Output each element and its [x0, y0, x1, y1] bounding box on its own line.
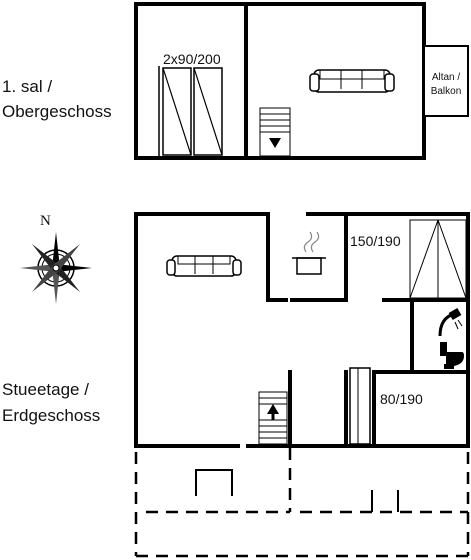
shower-icon [438, 308, 463, 337]
ground-floor-walls [134, 212, 270, 448]
bedroom-large-label: 150/190 [350, 233, 401, 249]
ground-floor-label-2: Erdgeschoss [2, 406, 100, 425]
upper-floor-label-2: Obergeschoss [2, 102, 112, 121]
upper-floor-walls [134, 2, 426, 160]
ground-floor [134, 212, 470, 558]
outdoor-table-icon [195, 469, 233, 496]
compass-north-label: N [40, 213, 51, 229]
sofa-icon [309, 69, 395, 93]
stairs-icon [258, 391, 288, 445]
beds-label: 2x90/200 [163, 51, 221, 67]
terrace-outline [134, 448, 470, 558]
kitchen-wall [266, 212, 288, 302]
wardrobe-icon [349, 367, 371, 445]
stove-icon [292, 231, 326, 275]
toilet-icon [440, 342, 464, 369]
sofa-icon [166, 255, 242, 277]
ground-floor-walls-east [246, 212, 470, 448]
balcony-label-2: Balkon [431, 86, 462, 97]
bedroom-small-label: 80/190 [380, 391, 423, 407]
balcony-label-1: Altan / [432, 72, 461, 83]
ground-floor-label-1: Stueetage / [2, 380, 89, 399]
upper-floor-label-1: 1. sal / [2, 77, 52, 96]
compass-icon [20, 232, 92, 304]
upper-floor [134, 2, 469, 160]
stairs-icon [259, 107, 291, 157]
bed-icon [162, 67, 223, 156]
balcony [423, 45, 469, 117]
bed-icon [409, 219, 467, 299]
